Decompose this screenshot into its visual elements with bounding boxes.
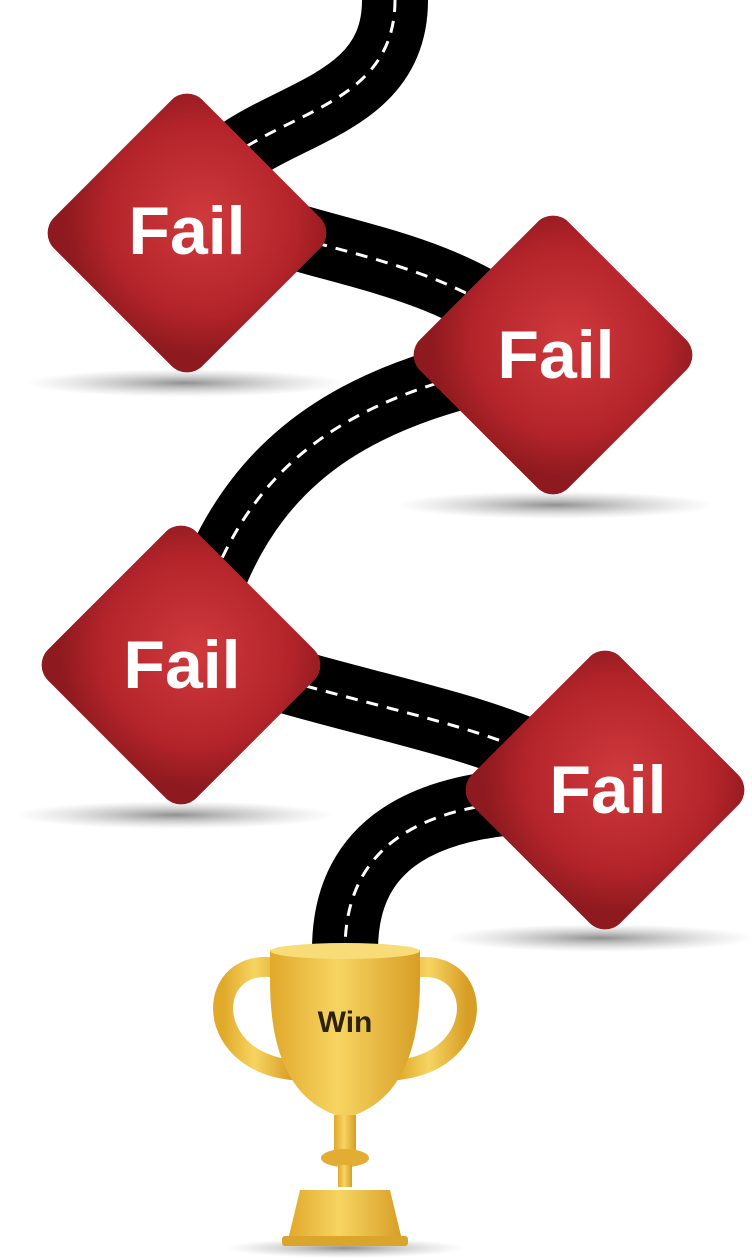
shadow-2 (395, 491, 715, 519)
fail-sign-1-label: Fail (128, 193, 245, 269)
fail-sign-2-label: Fail (497, 317, 614, 393)
fail-sign-4-label: Fail (549, 752, 666, 828)
fail-sign-4: Fail (457, 642, 752, 939)
shadow-1 (25, 369, 345, 397)
fail-sign-3: Fail (33, 517, 330, 814)
fail-sign-3-label: Fail (123, 627, 240, 703)
shadow-3 (15, 801, 335, 829)
trophy-icon: Win (223, 943, 467, 1246)
win-label: Win (318, 1006, 373, 1039)
